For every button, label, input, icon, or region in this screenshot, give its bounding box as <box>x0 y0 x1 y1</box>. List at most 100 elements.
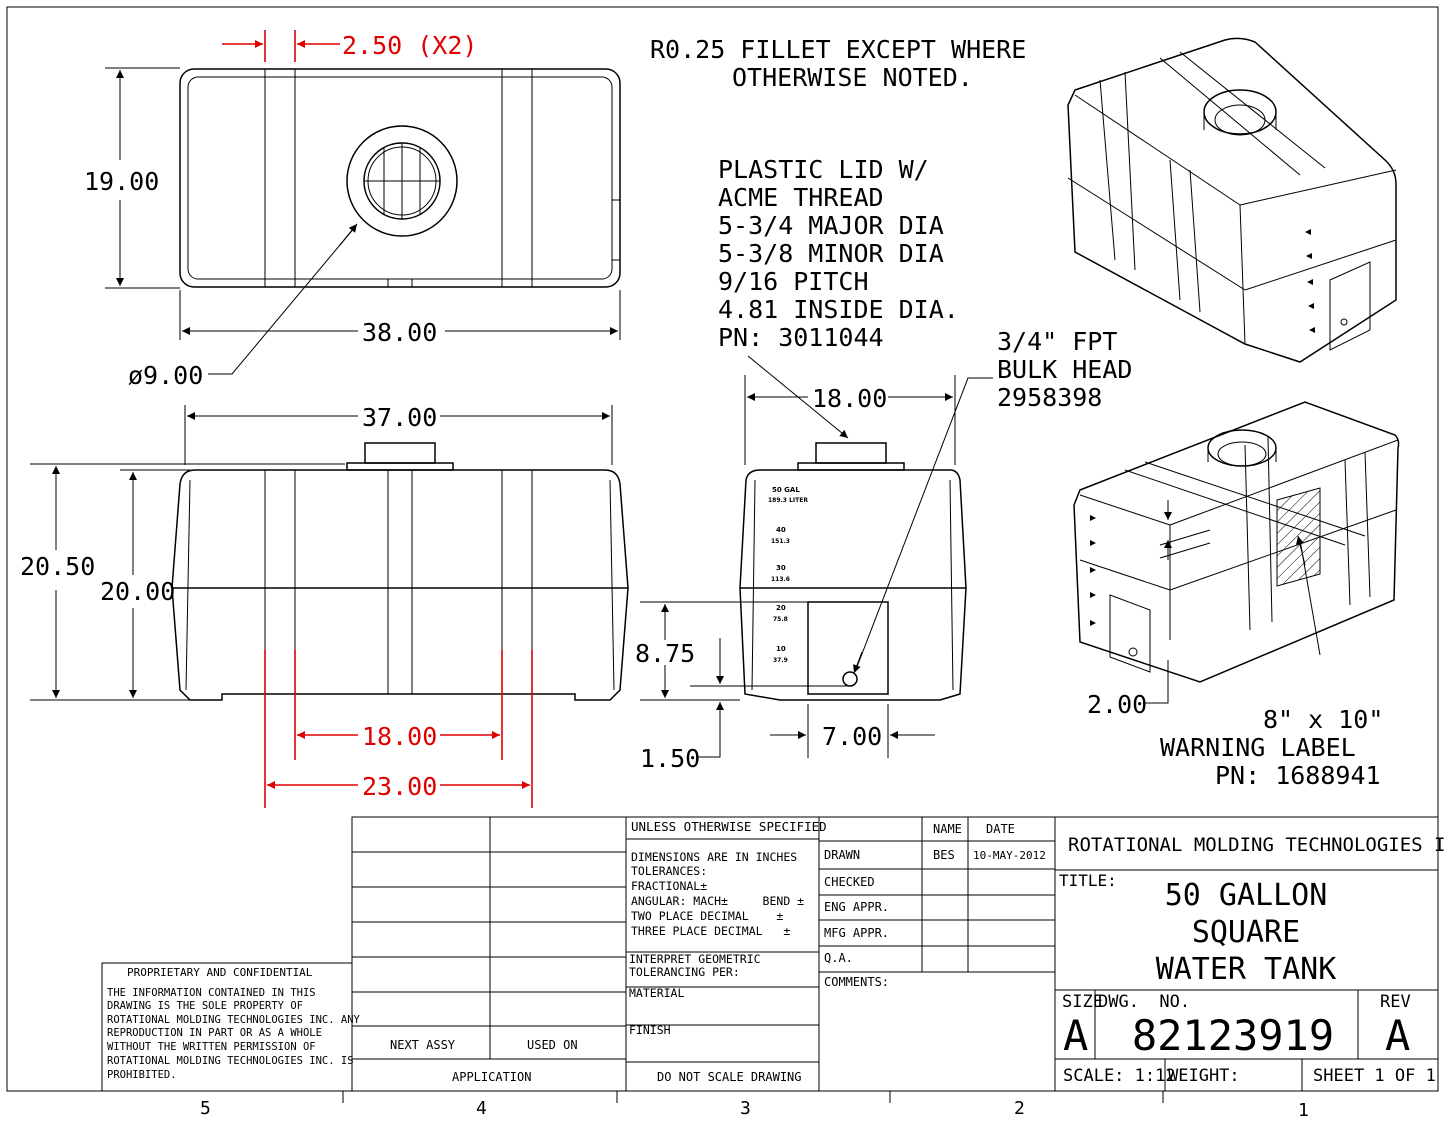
zone-1: 1 <box>1298 1100 1309 1121</box>
level-gauge: 50 GAL 189.3 LITER 40 151.3 30 113.6 20 … <box>768 486 808 664</box>
dimensions-note: DIMENSIONS ARE IN INCHES <box>631 850 797 864</box>
company-name: ROTATIONAL MOLDING TECHNOLOGIES INC. <box>1068 834 1445 856</box>
drawn-name: BES <box>933 848 955 862</box>
label-note-line-3: PN: 1688941 <box>1215 761 1381 790</box>
fractional-label: FRACTIONAL± <box>631 879 707 893</box>
dim-base-offset: 1.50 <box>640 744 700 773</box>
drawn-label: DRAWN <box>824 848 860 862</box>
bulkhead-note-line-3: 2958398 <box>997 383 1102 412</box>
proprietary-box: PROPRIETARY AND CONFIDENTIAL THE INFORMA… <box>101 962 361 1092</box>
three-place-label: THREE PLACE DECIMAL ± <box>631 924 790 938</box>
lid-note: PLASTIC LID W/ ACME THREAD 5-3/4 MAJOR D… <box>718 155 959 439</box>
fillet-note: R0.25 FILLET EXCEPT WHERE OTHERWISE NOTE… <box>650 35 1026 92</box>
size-label: SIZE <box>1062 992 1103 1012</box>
approval-block: NAME DATE DRAWN BES 10-MAY-2012 CHECKED … <box>818 816 1056 1092</box>
dwg-no-label: DWG. NO. <box>1098 992 1190 1012</box>
dim-strap-inner: 18.00 <box>362 722 437 751</box>
qa-label: Q.A. <box>824 951 853 965</box>
isometric-view-top <box>1067 37 1397 363</box>
proprietary-line-3: ROTATIONAL MOLDING TECHNOLOGIES INC. ANY <box>107 1014 361 1026</box>
lid-note-line-5: 9/16 PITCH <box>718 267 869 296</box>
mfg-appr-label: MFG APPR. <box>824 926 889 940</box>
gauge-40-gal: 40 <box>776 526 786 534</box>
front-view <box>171 442 629 701</box>
weight-label: WEIGHT: <box>1168 1066 1240 1086</box>
dim-strap-width: 2.50 (X2) <box>342 31 477 60</box>
fillet-note-line-1: R0.25 FILLET EXCEPT WHERE <box>650 35 1026 64</box>
drawing-number: 82123919 <box>1132 1011 1334 1060</box>
checked-label: CHECKED <box>824 875 875 889</box>
title-line-2: SQUARE <box>1192 915 1300 950</box>
name-header: NAME <box>933 822 962 836</box>
proprietary-line-1: THE INFORMATION CONTAINED IN THIS <box>107 987 316 999</box>
fill-opening <box>346 125 458 237</box>
zone-5: 5 <box>200 1098 211 1119</box>
lid-note-line-6: 4.81 INSIDE DIA. <box>718 295 959 324</box>
top-view <box>179 68 621 288</box>
zone-markers: 5 4 3 2 1 <box>200 1091 1309 1121</box>
proprietary-title: PROPRIETARY AND CONFIDENTIAL <box>127 966 313 979</box>
dim-iso-offset: 2.00 <box>1087 690 1147 719</box>
dim-overall-height: 20.50 <box>20 552 95 581</box>
unless-specified: UNLESS OTHERWISE SPECIFIED <box>631 819 827 834</box>
dim-opening-dia: ø9.00 <box>128 361 203 390</box>
label-note: 8" x 10" WARNING LABEL PN: 1688941 <box>1160 705 1383 790</box>
eng-appr-label: ENG APPR. <box>824 900 889 914</box>
sheet-label: SHEET 1 OF 1 <box>1313 1066 1436 1086</box>
bulkhead-note-line-2: BULK HEAD <box>997 355 1132 384</box>
two-place-label: TWO PLACE DECIMAL ± <box>631 909 783 923</box>
dim-top-length: 38.00 <box>362 318 437 347</box>
lid-note-line-1: PLASTIC LID W/ <box>718 155 929 184</box>
side-view: 50 GAL 189.3 LITER 40 151.3 30 113.6 20 … <box>739 442 967 701</box>
lid-note-line-2: ACME THREAD <box>718 183 884 212</box>
material-label: MATERIAL <box>629 986 684 1000</box>
gauge-30-lit: 113.6 <box>771 576 790 583</box>
bulkhead-note: 3/4" FPT BULK HEAD 2958398 <box>853 327 1132 674</box>
drawn-date: 10-MAY-2012 <box>973 849 1046 862</box>
title-line-3: WATER TANK <box>1156 952 1337 987</box>
revision-grid: NEXT ASSY USED ON APPLICATION <box>351 816 627 1092</box>
dim-strap-outer: 23.00 <box>362 772 437 801</box>
proprietary-line-5: WITHOUT THE WRITTEN PERMISSION OF <box>107 1041 316 1053</box>
comments-label: COMMENTS: <box>824 975 889 989</box>
dim-door-width: 7.00 <box>822 722 882 751</box>
dim-front-length: 37.00 <box>362 403 437 432</box>
size-value: A <box>1063 1011 1088 1060</box>
title-block-main: ROTATIONAL MOLDING TECHNOLOGIES INC. TIT… <box>1054 816 1445 1092</box>
side-view-dimensions: 18.00 8.75 1.50 7.00 <box>635 375 956 773</box>
lid-note-line-7: PN: 3011044 <box>718 323 884 352</box>
isometric-view-bottom <box>1073 401 1400 683</box>
lid-note-line-3: 5-3/4 MAJOR DIA <box>718 211 944 240</box>
dim-side-width: 18.00 <box>812 384 887 413</box>
zone-4: 4 <box>476 1098 487 1119</box>
proprietary-line-4: REPRODUCTION IN PART OR AS A WHOLE <box>107 1027 322 1039</box>
tolerances-label: TOLERANCES: <box>631 864 707 878</box>
angular-label: ANGULAR: MACH± BEND ± <box>631 894 804 908</box>
date-header: DATE <box>986 822 1015 836</box>
tolerancing-label: TOLERANCING PER: <box>629 965 740 979</box>
proprietary-line-2: DRAWING IS THE SOLE PROPERTY OF <box>107 1000 303 1012</box>
bulkhead-note-line-1: 3/4" FPT <box>997 327 1117 356</box>
dim-top-height: 19.00 <box>84 167 159 196</box>
fillet-note-line-2: OTHERWISE NOTED. <box>732 63 973 92</box>
gauge-top-liters: 189.3 LITER <box>768 497 808 504</box>
proprietary-line-7: PROHIBITED. <box>107 1069 177 1081</box>
proprietary-line-6: ROTATIONAL MOLDING TECHNOLOGIES INC. IS <box>107 1055 354 1067</box>
finish-label: FINISH <box>629 1023 671 1037</box>
gauge-10-lit: 37.9 <box>773 657 788 664</box>
next-assy-label: NEXT ASSY <box>390 1038 456 1052</box>
gauge-40-lit: 151.3 <box>771 538 790 545</box>
label-note-line-2: WARNING LABEL <box>1160 733 1356 762</box>
gauge-20-lit: 75.8 <box>773 616 788 623</box>
dim-body-height: 20.00 <box>100 577 175 606</box>
zone-2: 2 <box>1014 1098 1025 1119</box>
rev-label: REV <box>1380 992 1411 1012</box>
title-line-1: 50 GALLON <box>1165 878 1328 913</box>
tolerance-block: UNLESS OTHERWISE SPECIFIED DIMENSIONS AR… <box>625 816 827 1092</box>
application-label: APPLICATION <box>452 1070 531 1084</box>
title-label: TITLE: <box>1059 871 1117 890</box>
front-view-dimensions: 37.00 20.50 20.00 18.00 23.00 <box>20 403 613 808</box>
interpret-label: INTERPRET GEOMETRIC <box>629 952 761 966</box>
label-note-line-1: 8" x 10" <box>1263 705 1383 734</box>
